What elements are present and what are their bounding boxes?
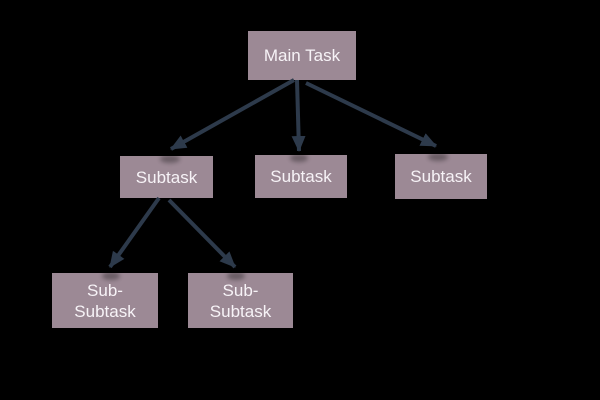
node-subtask-3-label: Subtask	[410, 167, 472, 186]
node-main-task: Main Task	[248, 31, 356, 80]
edge-main-task-to-subtask-1	[170, 78, 295, 151]
node-sub-subtask-1: Sub- Subtask	[52, 273, 158, 328]
edge-subtask-1-to-sub-subtask-2	[167, 198, 237, 269]
node-sub-subtask-2-label: Sub- Subtask	[209, 280, 272, 321]
node-sub-subtask-1-label: Sub- Subtask	[74, 280, 136, 321]
edge-main-task-to-subtask-2	[291, 79, 306, 152]
node-main-task-label: Main Task	[263, 46, 341, 65]
node-sub-subtask-2: Sub- Subtask	[188, 273, 293, 328]
node-subtask-2-label: Subtask	[270, 167, 332, 186]
edge-main-task-to-subtask-3	[305, 81, 437, 148]
node-subtask-1-label: Subtask	[135, 167, 198, 187]
node-subtask-2: Subtask	[255, 155, 347, 198]
node-subtask-1: Subtask	[120, 156, 213, 198]
node-subtask-3: Subtask	[395, 154, 487, 199]
edge-subtask-1-to-sub-subtask-1	[108, 196, 161, 269]
